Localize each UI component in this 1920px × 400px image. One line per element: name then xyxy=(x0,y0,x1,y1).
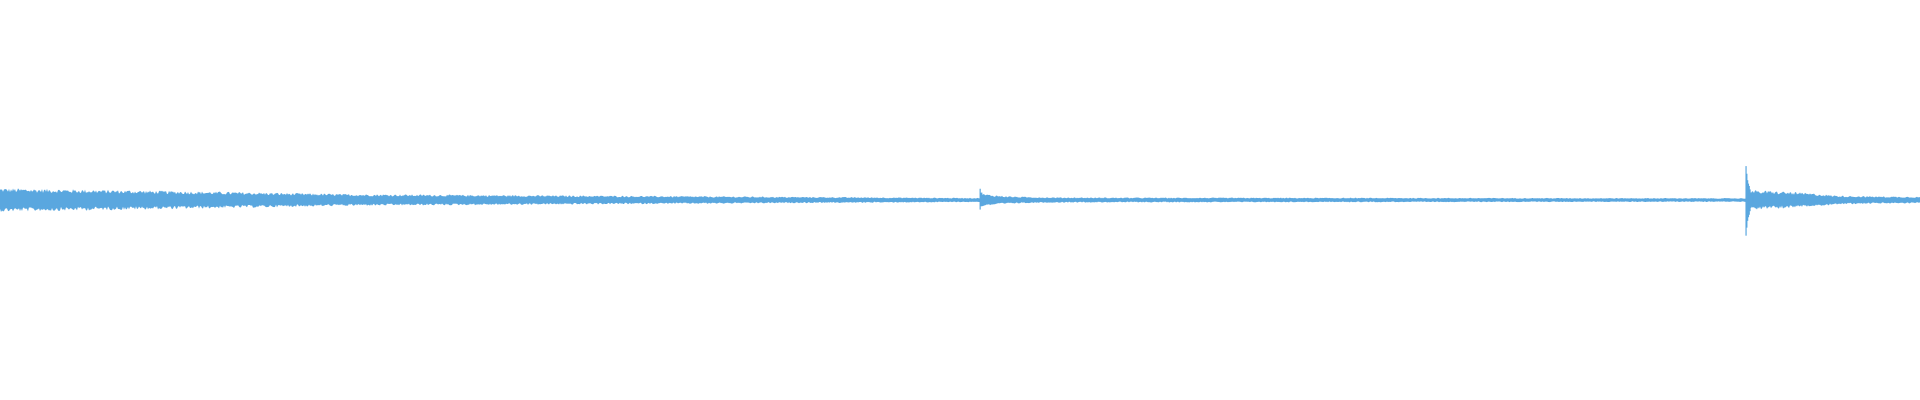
waveform-group xyxy=(0,166,1920,236)
transient-b xyxy=(1745,166,1754,236)
transient-a xyxy=(979,188,988,210)
waveform-body xyxy=(0,188,1920,212)
